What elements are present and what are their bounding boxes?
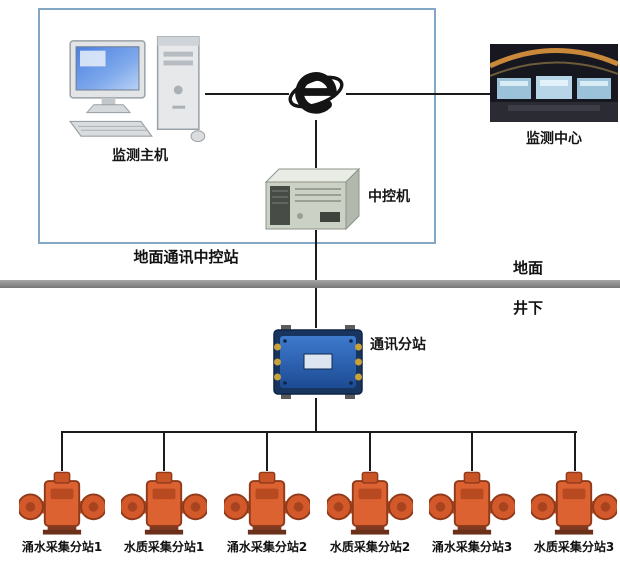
monitor-host-label: 监测主机 [112,148,168,164]
rack-server-icon [264,167,361,231]
flow-sensor-icon [121,468,207,538]
line-host-to-internet [205,93,289,95]
line-internet-to-control [315,120,317,168]
drop-line-1 [61,431,63,471]
ground-station-box [38,8,436,244]
central-control-label: 中控机 [368,189,410,205]
surface-label: 地面 [513,259,544,277]
line-substation-to-bus [315,398,317,433]
flow-sensor-icon [327,468,413,538]
line-control-to-substation [315,230,317,328]
drop-line-2 [163,431,165,471]
monitor-center-label: 监测中心 [526,131,582,147]
collector-label-2: 水质采集分站1 [123,540,205,554]
flow-sensor-icon [429,468,515,538]
control-room-photo [490,44,618,122]
flow-sensor-icon [19,468,105,538]
line-internet-to-center [346,93,490,95]
collector-device-4: 水质采集分站2 [322,468,418,555]
collector-label-4: 水质采集分站2 [329,540,411,554]
collector-label-3: 涌水采集分站2 [226,540,308,554]
flow-sensor-icon [224,468,310,538]
drop-line-4 [369,431,371,471]
collector-device-3: 涌水采集分站2 [219,468,315,555]
ground-station-label: 地面通讯中控站 [133,248,239,266]
collector-device-6: 水质采集分站3 [526,468,620,555]
desktop-computer-icon [69,36,206,143]
collector-label-5: 涌水采集分站3 [431,540,513,554]
collector-device-1: 涌水采集分站1 [14,468,110,555]
mine-substation-icon [273,325,363,399]
collector-label-6: 水质采集分站3 [533,540,615,554]
ie-globe-icon [288,72,344,114]
drop-line-6 [574,431,576,471]
collector-device-2: 水质采集分站1 [116,468,212,555]
collector-label-1: 涌水采集分站1 [21,540,103,554]
drop-line-5 [471,431,473,471]
drop-line-3 [266,431,268,471]
underground-label: 井下 [513,299,544,317]
surface-underground-divider [0,280,620,288]
substation-label: 通讯分站 [370,337,426,353]
collector-device-5: 涌水采集分站3 [424,468,520,555]
flow-sensor-icon [531,468,617,538]
bus-line [61,431,577,433]
